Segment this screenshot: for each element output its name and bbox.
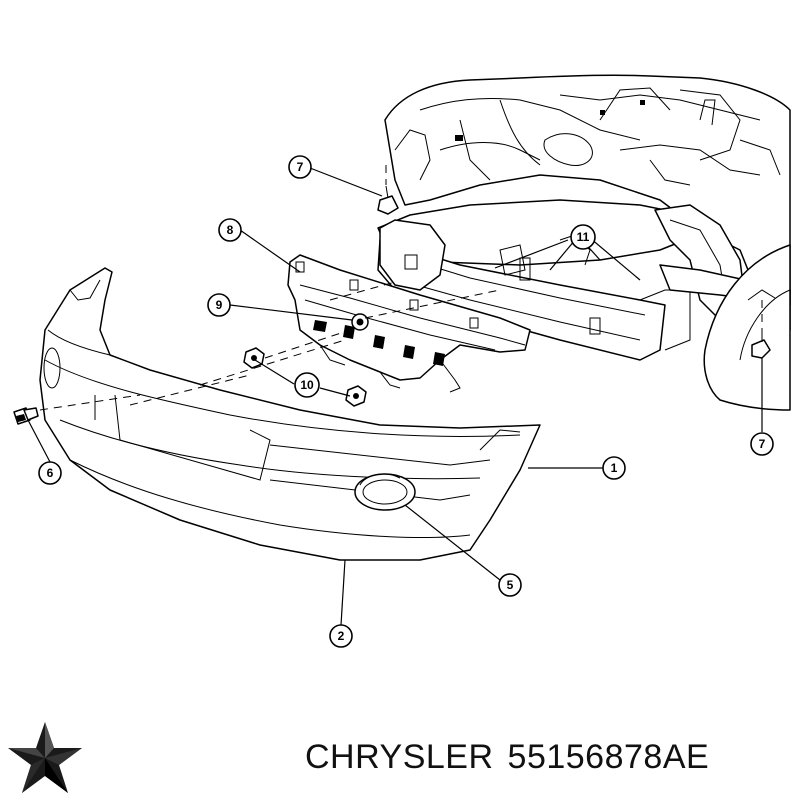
brand-name: CHRYSLER: [305, 738, 494, 776]
callout-label: 7: [297, 160, 304, 174]
callout-label: 9: [216, 298, 223, 312]
callout-9: 9: [207, 293, 231, 317]
chrysler-pentastar-icon: [8, 722, 82, 793]
alignment-lines: [39, 165, 763, 411]
callout-6: 6: [38, 461, 62, 485]
callout-8: 8: [218, 218, 242, 242]
clip-fastener: [377, 185, 399, 215]
nut-fastener: [351, 313, 369, 331]
callout-label: 6: [47, 466, 54, 480]
callout-11: 11: [570, 224, 596, 250]
part-caption: CHRYSLER 55156878AE: [305, 738, 723, 777]
callout-2: 2: [329, 624, 353, 648]
callout-label: 2: [338, 629, 345, 643]
callout-1: 1: [602, 456, 626, 480]
nut-fastener: [345, 385, 367, 407]
callout-10: 10: [294, 372, 320, 398]
callout-label: 5: [507, 578, 514, 592]
push-pin-fastener: [13, 407, 39, 425]
callout-5: 5: [498, 573, 522, 597]
vehicle-front-structure: [377, 74, 791, 411]
callout-label: 8: [227, 223, 234, 237]
nut-fastener: [243, 347, 265, 369]
fasteners: [13, 185, 776, 425]
part-number: 55156878AE: [507, 738, 710, 776]
leader-lines: [27, 167, 763, 626]
grille-bracket: [287, 254, 531, 393]
callout-label: 7: [759, 437, 766, 451]
callout-label: 10: [300, 378, 314, 392]
callout-7-bottom: 7: [750, 432, 774, 456]
callout-label: 11: [577, 230, 590, 244]
callout-label: 1: [611, 461, 618, 475]
bumper-fascia: [39, 267, 541, 561]
callout-7-top: 7: [288, 155, 312, 179]
